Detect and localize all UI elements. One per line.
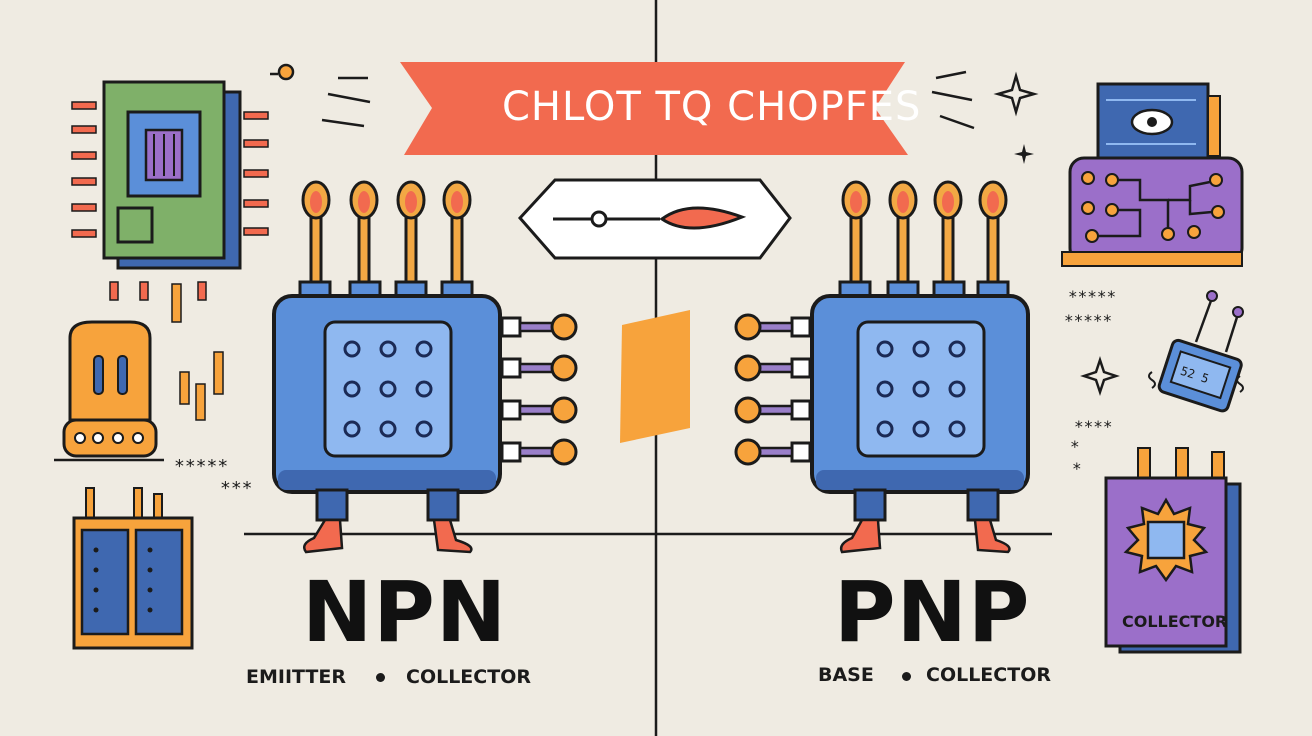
npn-terminal-1: EMIITTER: [246, 666, 346, 688]
svg-text:*****: *****: [1068, 287, 1116, 306]
center-accent-shape: [620, 310, 690, 443]
left-doodles: ***** ***: [174, 63, 371, 499]
npn-terminal-2: COLLECTOR: [406, 666, 531, 688]
orange-vacuum-tube: [54, 320, 224, 462]
pnp-terminal-1: BASE: [818, 664, 874, 686]
svg-text:*****: *****: [174, 456, 228, 477]
svg-text:*****: *****: [1064, 311, 1112, 330]
small-sensor-module: 52 5: [1148, 290, 1244, 413]
switch-symbol: [517, 178, 792, 260]
pnp-terminal-2: COLLECTOR: [926, 664, 1051, 686]
purple-circuit-board: [1061, 82, 1244, 267]
green-circuit-board: [71, 80, 269, 323]
title-banner: [400, 62, 908, 155]
svg-text:*: *: [1070, 437, 1080, 456]
right-doodles: ***** ***** **** * *: [931, 70, 1120, 478]
pnp-transistor: [734, 180, 1030, 554]
side-chip-label: COLLECTOR: [1122, 612, 1228, 631]
npn-title: NPN: [302, 563, 508, 661]
pnp-separator-dot: [902, 672, 911, 681]
blue-capacitor-block: [72, 487, 194, 650]
npn-separator-dot: [376, 673, 385, 682]
svg-text:*: *: [1072, 459, 1082, 478]
banner-title: CHLOT TQ CHOPFES: [502, 84, 922, 130]
npn-transistor: [272, 180, 578, 554]
purple-chip-block: [1104, 447, 1242, 654]
svg-text:****: ****: [1074, 417, 1113, 436]
svg-text:***: ***: [220, 478, 253, 499]
pnp-title: PNP: [834, 563, 1031, 661]
